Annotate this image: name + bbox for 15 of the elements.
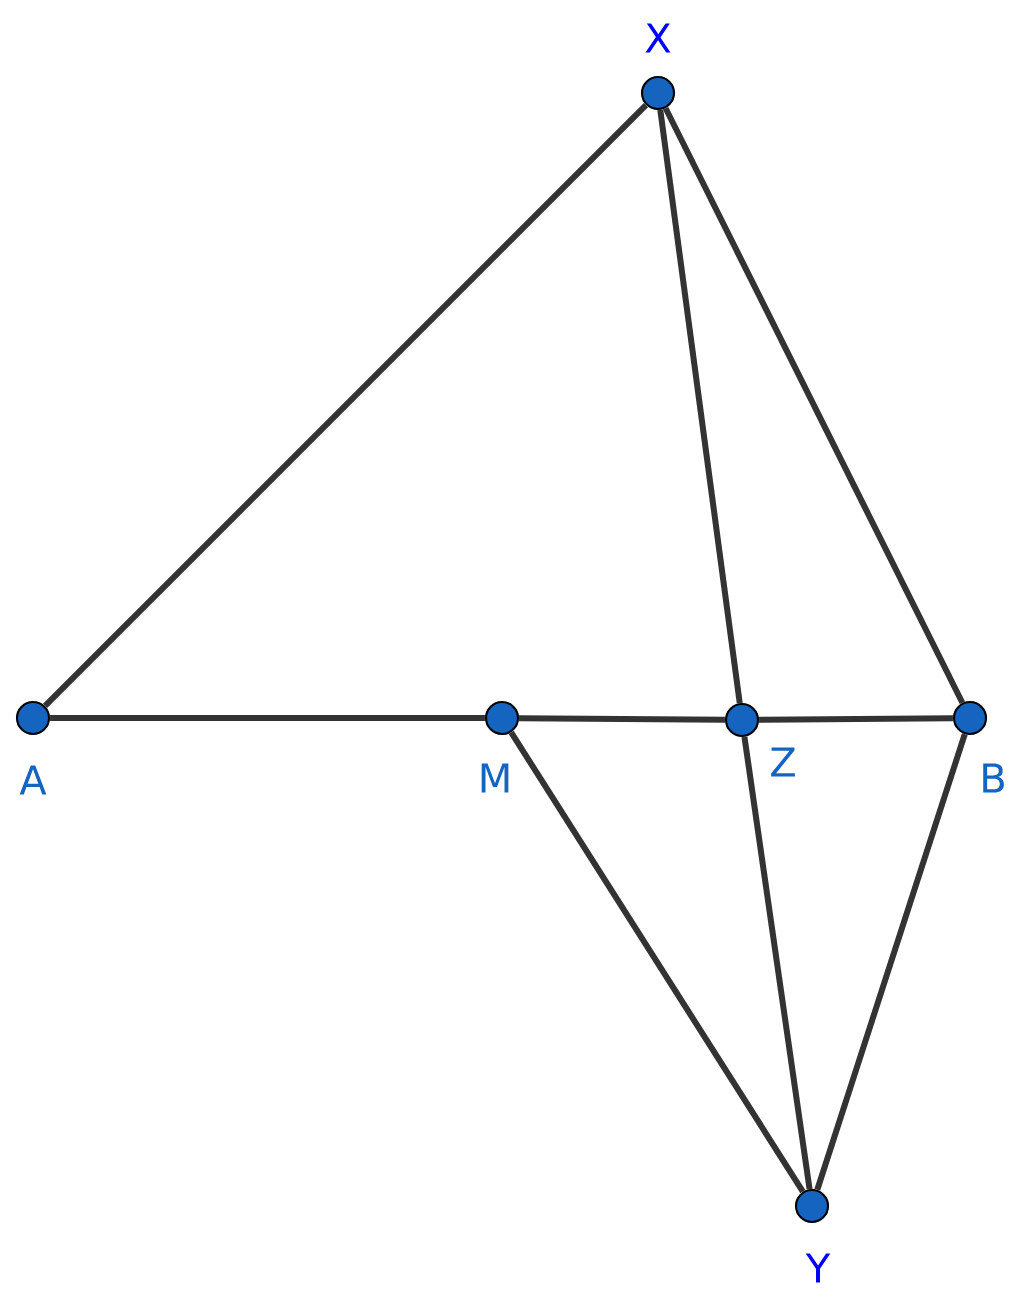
line-segment [508,730,806,1194]
point-label: X [645,23,671,53]
line-segment [759,715,953,723]
line-segment [519,715,725,723]
point-label: B [983,763,1004,793]
line-segment [662,106,966,705]
line-segment [42,102,649,709]
point-label: Y [805,1253,831,1283]
point-label: M [481,763,509,793]
line-segment [50,715,485,721]
point-label: A [19,765,47,795]
line-segment [657,109,743,704]
line-segment [814,733,968,1191]
point-label: Z [771,747,795,777]
line-segment [741,736,813,1190]
